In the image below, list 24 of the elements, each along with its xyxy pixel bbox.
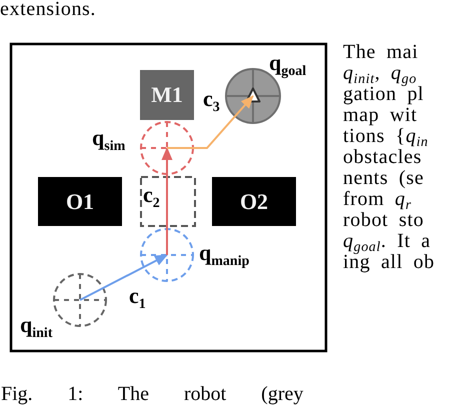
configuration-label: q$_{sim}$ [92,127,126,155]
body-text-line: obstacles [343,147,422,170]
body-text-line: nents (se [343,168,424,190]
filled-block: M1 [140,70,194,120]
body-text-line: from q$_{r}$ [343,189,412,212]
configuration-label: q$_{goal}$ [269,52,306,80]
edge-label: c$_{2}$ [143,184,160,212]
body-text-line: The mai [343,42,418,65]
edge-label: c$_{3}$ [203,88,220,116]
body-text-line: q$_{goal}$. It a [343,231,431,254]
arrow [167,95,254,149]
filled-block: O2 [212,177,296,226]
edge-label: c$_{1}$ [129,285,146,313]
filled-block: O1 [38,177,122,226]
body-text-line: extensions. [0,0,96,22]
body-text-line: tions {q$_{in}$ [343,126,428,149]
configuration-label: q$_{manip}$ [199,242,250,270]
arrow [80,254,168,301]
body-text-line: map wit [343,105,418,128]
body-text-line: q$_{init}$, q$_{go}$ [343,63,417,86]
figure-caption: Fig. 1: The robot (grey [1,383,304,405]
arrow [162,147,172,255]
configuration-label: q$_{init}$ [20,314,52,342]
body-text-line: robot sto [343,210,424,233]
